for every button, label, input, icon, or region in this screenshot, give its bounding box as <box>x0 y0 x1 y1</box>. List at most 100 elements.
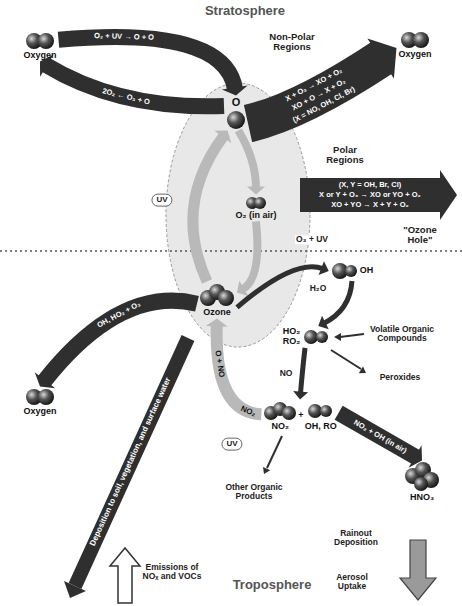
node-text: O <box>232 96 241 108</box>
atom-sphere <box>282 406 296 420</box>
molecule-node: NO₂ +OH, RO <box>261 400 338 433</box>
reaction-arrow <box>193 131 231 282</box>
reaction-arrow <box>293 348 308 400</box>
molecule-node: HO₂ RO₂ <box>279 326 332 348</box>
reaction-arrow <box>339 413 422 468</box>
diagram-label: Volatile Organic Compounds <box>367 325 437 344</box>
emission-arrow <box>110 548 140 603</box>
diagram-label: Peroxides <box>380 373 421 382</box>
reaction-label: O₃ + UV <box>295 235 329 244</box>
diagram-label: XO + YO → X + Y + O₂ <box>330 201 410 209</box>
arrow-head <box>319 261 329 275</box>
organic-arrowhead <box>263 467 270 474</box>
molecule-node: OH <box>329 261 376 281</box>
diagram-label: Non-Polar Regions <box>261 32 323 53</box>
deposition-down-arrow <box>400 540 436 600</box>
diagram-label: Stratosphere <box>205 4 285 18</box>
arrow-head <box>206 318 228 326</box>
reaction-arrow <box>248 39 396 124</box>
molecule-icon <box>25 388 55 406</box>
molecule-icon <box>245 196 267 210</box>
voc-arrowhead <box>334 333 341 341</box>
organic-arrow <box>267 436 282 468</box>
arrow-head <box>293 391 308 400</box>
reaction-label: NO₂ + OH (in air) <box>352 418 409 456</box>
molecule-icon <box>263 401 297 421</box>
diagram-label: UV <box>151 194 172 207</box>
arrow-shaft <box>339 413 417 458</box>
molecule-icon <box>400 31 430 49</box>
molecule-node: Ozone <box>197 282 237 319</box>
node-text: Ozone <box>203 308 231 318</box>
node-text: HO₂ RO₂ <box>281 327 303 347</box>
arrow-head <box>237 281 248 297</box>
diagram-label: Deposition to soil, vegetation, and surf… <box>88 375 174 550</box>
molecule-node: O₂ (in air) <box>233 195 278 222</box>
atom-sphere <box>414 477 428 491</box>
molecule-node: Oxygen <box>396 30 433 61</box>
reaction-label: NO <box>279 369 294 378</box>
molecule-group: NO₂ <box>263 401 297 432</box>
diagram-label: Polar Regions <box>320 145 370 166</box>
diagram-label: Other Organic Products <box>223 483 285 502</box>
atom-sphere <box>308 404 322 418</box>
reaction-arrow <box>237 261 329 307</box>
molecule-icon <box>199 283 235 307</box>
diagram-label: "Ozone Hole" <box>394 225 446 246</box>
molecule-icon <box>226 110 246 130</box>
arrow-head <box>318 316 329 329</box>
atom-sphere <box>345 265 357 277</box>
diagram-label: Aerosol Uptake <box>329 573 375 592</box>
tropopause-line <box>0 250 462 252</box>
diagram-label: NO₂ <box>238 404 258 419</box>
diagram-label: Rainout Deposition <box>329 529 383 548</box>
diagram-label: X or Y + O₃ → XO or YO + O₂ <box>318 191 422 199</box>
arrow-shaft <box>301 348 305 393</box>
arrow-head <box>35 372 55 388</box>
molecule-node: HNO₃ <box>401 461 443 504</box>
diagram-label: UV <box>221 438 242 451</box>
reaction-arrow <box>237 221 257 296</box>
molecule-group: OH, RO <box>305 401 337 432</box>
molecule-node: O <box>224 95 248 130</box>
atom-sphere <box>227 111 245 129</box>
node-text: Oxygen <box>23 407 56 417</box>
node-text: OH <box>360 266 374 276</box>
molecule-node: Oxygen <box>21 387 58 418</box>
reaction-arrow <box>206 318 262 414</box>
atom-sphere <box>218 290 234 306</box>
arrow-shaft <box>324 281 352 323</box>
reaction-arrow <box>35 301 197 389</box>
arrow-head <box>222 86 248 96</box>
atom-sphere <box>254 197 266 209</box>
node-text: Oxygen <box>398 50 431 60</box>
atom-sphere <box>320 405 332 417</box>
deposition-arrow <box>75 338 188 586</box>
molecule-icon <box>304 329 330 345</box>
node-text: NO₂ <box>272 422 290 432</box>
arrow-shaft <box>243 221 258 289</box>
arrow-head <box>367 39 396 79</box>
peroxide-arrow <box>331 350 361 369</box>
molecule-node: Oxygen <box>21 31 58 62</box>
arrow-head <box>247 187 265 195</box>
atom-sphere <box>304 330 318 344</box>
atom-sphere <box>38 389 54 405</box>
atom-sphere <box>413 32 429 48</box>
node-text: HNO₃ <box>410 493 434 503</box>
node-text: + <box>298 411 303 421</box>
atom-sphere <box>38 33 54 49</box>
diagram-label: H₂O <box>310 284 327 293</box>
molecule-icon <box>403 462 441 492</box>
molecule-icon <box>25 32 55 50</box>
arrow-shaft <box>45 65 224 107</box>
arrow-shaft <box>193 136 224 282</box>
molecule-icon <box>307 401 335 421</box>
atom-sphere <box>316 331 328 343</box>
node-text: OH, RO <box>305 422 337 432</box>
diagram-label: Troposphere <box>233 578 312 592</box>
deposition-arrowhead <box>64 581 86 598</box>
arrow-shaft <box>238 131 256 189</box>
polar-arrow <box>300 170 457 220</box>
